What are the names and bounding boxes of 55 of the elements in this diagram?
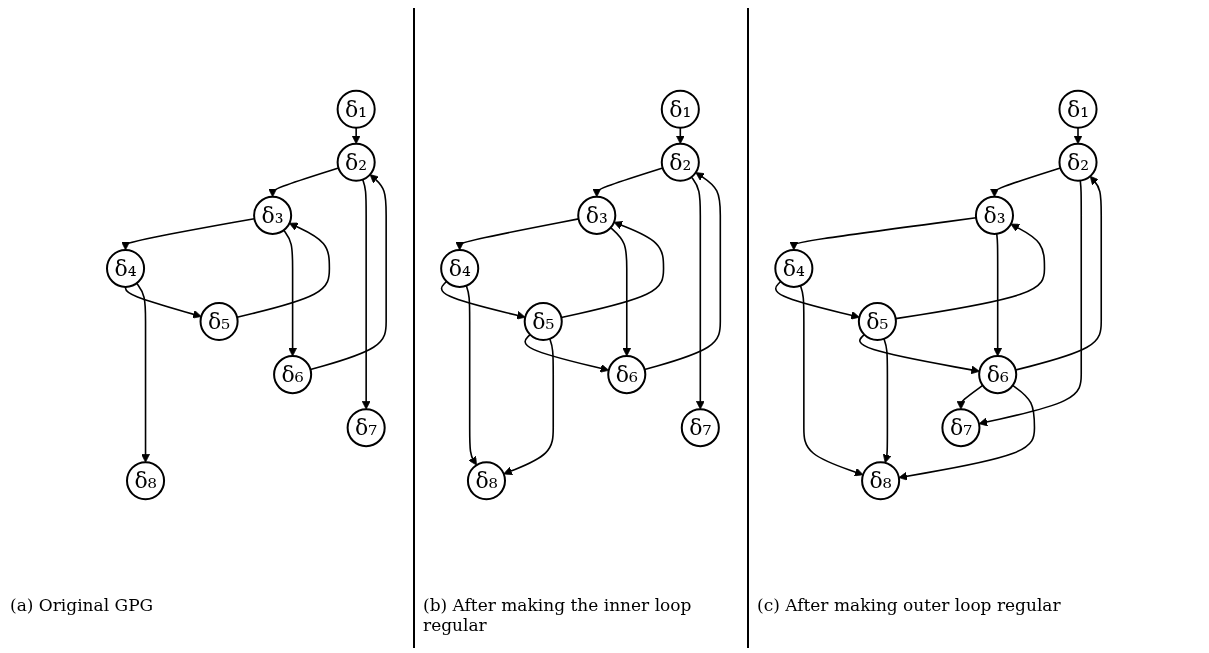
arrow	[799, 285, 864, 477]
caption: (a) Original GPG	[10, 595, 154, 615]
arrow	[859, 333, 981, 375]
node-circle: δ₈	[861, 461, 901, 501]
arrow	[956, 384, 984, 410]
arrow	[283, 229, 298, 357]
node-circle: δ₂	[337, 142, 377, 182]
arrow	[524, 333, 610, 373]
arrow	[610, 226, 632, 357]
node-circle: δ₄	[774, 248, 814, 288]
node-circle: δ₆	[978, 355, 1018, 395]
arrow	[136, 282, 151, 463]
node-circle: δ₅	[524, 302, 564, 342]
node-circle: δ₂	[1058, 142, 1098, 182]
node-circle: δ₈	[126, 461, 166, 501]
arrow	[990, 167, 1062, 198]
arrow	[592, 167, 664, 198]
caption: (c) After making outer loop regular	[757, 595, 1061, 615]
arrow	[775, 280, 861, 320]
node-circle: δ₆	[607, 355, 647, 395]
arrow	[503, 338, 555, 476]
arrow	[268, 167, 340, 198]
node-circle: δ₇	[941, 408, 981, 448]
node-circle: δ₃	[577, 195, 617, 235]
node-circle: δ₁	[1058, 89, 1098, 129]
arrow	[691, 176, 706, 410]
node-circle: δ₃	[253, 195, 293, 235]
node-circle: δ₁	[661, 89, 701, 129]
node-circle: δ₈	[467, 461, 507, 501]
node-circle: δ₅	[199, 302, 239, 342]
node-circle: δ₄	[106, 248, 146, 288]
arrow	[993, 233, 1003, 357]
arrow	[1015, 175, 1103, 371]
arrow	[883, 338, 892, 464]
node-circle: δ₇	[681, 408, 721, 448]
arrow	[676, 126, 686, 145]
arrow	[352, 126, 361, 145]
node-circle: δ₄	[440, 248, 480, 288]
arrow	[1074, 126, 1083, 145]
arrow	[441, 280, 526, 320]
arrow	[898, 384, 1036, 481]
caption: (b) After making the inner loop regular	[423, 595, 693, 635]
node-circle: δ₃	[975, 195, 1015, 235]
node-circle: δ₅	[858, 302, 898, 342]
node-circle: δ₇	[347, 408, 387, 448]
arrow	[465, 285, 478, 466]
arrow	[644, 172, 722, 371]
arrow	[455, 218, 580, 251]
arrow	[362, 178, 371, 410]
arrow	[310, 174, 388, 371]
node-circle: δ₂	[661, 142, 701, 182]
arrow	[121, 217, 256, 251]
node-circle: δ₁	[337, 89, 377, 129]
arrow	[125, 286, 202, 319]
node-circle: δ₆	[273, 355, 313, 395]
